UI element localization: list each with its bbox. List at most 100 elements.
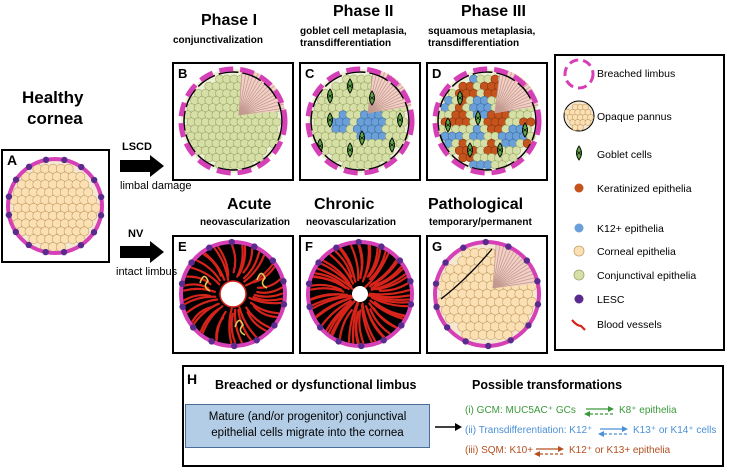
lesc-cell [188, 259, 195, 266]
goblet-mark [327, 117, 333, 123]
goblet-cell [467, 142, 473, 158]
main-arrow-head [455, 423, 462, 431]
blood-vessel [183, 295, 217, 306]
cornea-B [178, 66, 288, 176]
blood-vessel [369, 299, 404, 320]
blood-vessel [371, 296, 409, 308]
blood-vessel [204, 252, 226, 281]
blood-vessel [314, 272, 345, 287]
fan-line [367, 70, 382, 114]
panel-label-F: F [305, 239, 313, 254]
lesc-cell [507, 337, 514, 344]
goblet-cell [445, 117, 451, 133]
fan-line [238, 71, 255, 116]
blood-vessel [186, 298, 219, 314]
lesc-cell [396, 257, 404, 264]
lesc-cell [25, 241, 32, 249]
fan-line [494, 100, 538, 114]
blood-vessel [311, 294, 352, 307]
fan-line [492, 247, 512, 289]
goblet-cell [522, 122, 528, 138]
lesc-cell [251, 243, 258, 250]
fan-line [492, 277, 536, 289]
goblet-mark [389, 142, 395, 148]
keratinized-icon [574, 183, 584, 193]
fan-line [367, 93, 408, 114]
fan-line [494, 93, 535, 114]
transform-arrow-3-top-head [558, 446, 564, 452]
lesc-cell [306, 303, 313, 311]
blood-vessel [192, 302, 220, 325]
fan-line [494, 78, 523, 114]
lesc-cell [97, 193, 105, 201]
lesc-cell [78, 163, 85, 171]
legend-label-keratinized: Keratinized epithelia [597, 183, 692, 195]
phase1-subtitle: conjunctivalization [173, 35, 264, 46]
lesc-cell [380, 337, 387, 344]
lesc-cell [77, 241, 85, 249]
goblet-cells-icon [576, 145, 582, 161]
blood-vessel [248, 296, 283, 305]
frame-B [172, 62, 294, 181]
blood-vessel [228, 307, 233, 345]
acute-title: Acute [227, 196, 272, 213]
fan-line [367, 78, 396, 114]
blood-vessel [369, 308, 391, 335]
lscd-label: LSCD [122, 141, 152, 153]
fan-line [238, 82, 272, 116]
goblet-mark [327, 93, 333, 99]
lesc-cell [280, 301, 288, 308]
fan-line [238, 103, 284, 116]
fan-line [494, 70, 509, 114]
blood-vessel [340, 247, 355, 278]
migration-box-line2: epithelial cells migrate into the cornea [211, 427, 404, 439]
cell [381, 153, 391, 163]
blood-vessel [252, 305, 278, 319]
blood-vessel [313, 275, 350, 291]
legend-label-conjunctival: Conjunctival epithelia [597, 270, 697, 282]
pannus-cell [584, 119, 592, 126]
blood-vessel [375, 302, 405, 318]
legend-icons [563, 58, 595, 331]
blood-vessel [310, 287, 345, 293]
goblet-mark [467, 147, 473, 153]
fan-line [238, 70, 251, 116]
blood-vessel [183, 293, 211, 302]
phase2-subtitle-2: transdifferentiation [300, 38, 392, 49]
transformation-3-right: K12⁺ or K13+ epithelia [569, 445, 671, 456]
fan-line [494, 86, 531, 114]
fan-line [492, 246, 509, 289]
fan-line [367, 72, 386, 114]
phase3-subtitle-2: transdifferentiation [428, 38, 520, 49]
blood-vessel [370, 295, 410, 304]
panel-h-arrows [435, 406, 628, 457]
fan-line [494, 83, 529, 114]
legend-label-blood-vessels: Blood vessels [597, 319, 662, 331]
fan-line [492, 262, 530, 289]
legend-label-goblet-cells: Goblet cells [597, 149, 652, 161]
lesc-cell [333, 244, 340, 251]
legend-label-breached-limbus: Breached limbus [597, 68, 676, 80]
blood-vessel [244, 263, 274, 287]
cornea-D-fan [494, 69, 539, 114]
lesc-cell [398, 322, 405, 329]
lesc-cell [315, 259, 322, 266]
goblet-mark [522, 127, 528, 133]
lesc-cell [5, 193, 13, 200]
goblet-mark [397, 117, 403, 123]
lesc-cell [442, 259, 449, 266]
phase1-title: Phase I [201, 12, 258, 29]
cornea-G-fan [492, 244, 537, 289]
corneal-cell [79, 179, 90, 190]
transformation-1-left: (i) GCM: MUC5AC⁺ GCs [465, 405, 576, 416]
lesc-cell [407, 301, 415, 308]
goblet-cell [475, 110, 481, 126]
fan-line [494, 69, 505, 114]
cell [508, 153, 518, 163]
lesc-cell [482, 238, 489, 246]
corneal-cell [83, 187, 94, 198]
cornea-E-center [219, 280, 247, 308]
frame-C [299, 62, 421, 181]
fan-line [494, 104, 539, 114]
